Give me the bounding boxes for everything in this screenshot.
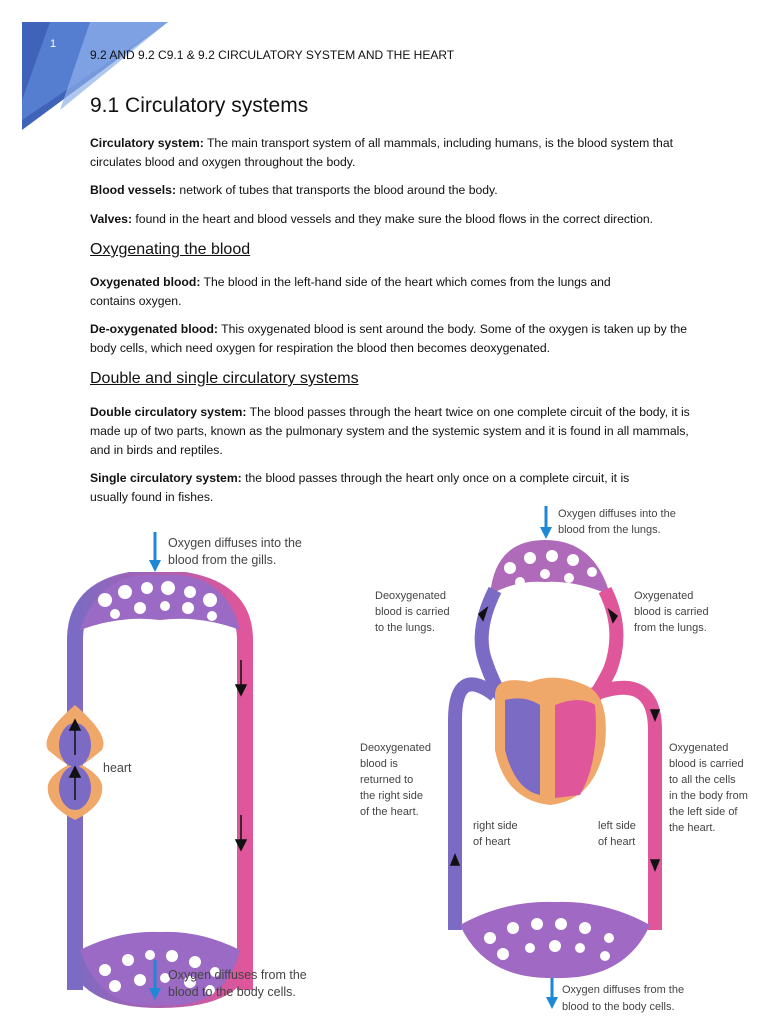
oxygen-in-arrow: [149, 532, 161, 572]
single-bottom-label-2: blood to the body cells.: [168, 985, 296, 999]
deoxy-return-label-5: of the heart.: [360, 806, 419, 818]
gill-capillaries: [80, 574, 240, 630]
definition-circulatory-system: Circulatory system: The main transport s…: [90, 136, 673, 169]
body-oxygen-out-arrow: [546, 978, 558, 1009]
definition-double-circulatory: Double circulatory system: The blood pas…: [90, 405, 690, 457]
definition-blood-vessels: Blood vessels: network of tubes that tra…: [90, 183, 498, 197]
single-top-label-2: blood from the gills.: [168, 553, 276, 567]
double-top-label-2: blood from the lungs.: [558, 524, 661, 536]
deoxy-lungs-label-1: Deoxygenated: [375, 590, 446, 602]
oxy-body-label-3: to all the cells: [669, 774, 736, 786]
left-side-label-2: of heart: [598, 836, 635, 848]
page-title: 9.1 Circulatory systems: [90, 94, 309, 117]
right-side-label-1: right side: [473, 820, 518, 832]
definition-valves: Valves: found in the heart and blood ves…: [90, 212, 654, 226]
definition-single-circulatory: Single circulatory system: the blood pas…: [90, 471, 630, 504]
deoxy-return-label-1: Deoxygenated: [360, 742, 431, 754]
body-capillaries-double: [460, 901, 650, 979]
heart-label: heart: [103, 761, 132, 775]
section-heading-oxygenating: Oxygenating the blood: [90, 241, 251, 258]
deoxy-return-label-3: returned to: [360, 774, 413, 786]
page-number: 1: [50, 38, 57, 50]
lung-capillaries: [490, 540, 610, 595]
lung-oxygen-in-arrow: [540, 506, 552, 539]
left-side-label-1: left side: [598, 820, 636, 832]
double-bottom-label-1: Oxygen diffuses from the: [562, 984, 684, 996]
section-heading-double-single: Double and single circulatory systems: [90, 370, 359, 387]
deoxy-return-label-2: blood is: [360, 758, 398, 770]
corner-decoration: [22, 22, 168, 130]
oxy-body-label-6: the heart.: [669, 822, 715, 834]
oxy-body-label-4: in the body from: [669, 790, 748, 802]
mammal-heart: [495, 677, 606, 805]
oxy-lungs-label-3: from the lungs.: [634, 622, 707, 634]
double-bottom-label-2: blood to the body cells.: [562, 1001, 675, 1013]
deoxy-return-label-4: the right side: [360, 790, 423, 802]
definition-oxygenated-blood: Oxygenated blood: The blood in the left-…: [90, 275, 611, 308]
deoxy-lungs-label-2: blood is carried: [375, 606, 450, 618]
oxy-lungs-label-1: Oxygenated: [634, 590, 693, 602]
deoxy-lungs-label-3: to the lungs.: [375, 622, 435, 634]
oxygen-out-arrow: [149, 960, 161, 1000]
right-side-label-2: of heart: [473, 836, 510, 848]
double-circulation-diagram: Oxygen diffuses into the blood from the …: [360, 506, 748, 1013]
body-capillaries: [80, 931, 240, 1006]
oxy-body-label-1: Oxygenated: [669, 742, 728, 754]
oxy-body-label-2: blood is carried: [669, 758, 744, 770]
single-circulation-diagram: Oxygen diffuses into the blood from the …: [46, 532, 307, 1009]
double-top-label-1: Oxygen diffuses into the: [558, 508, 676, 520]
oxy-body-label-5: the left side of: [669, 806, 738, 818]
single-top-label-1: Oxygen diffuses into the: [168, 536, 302, 550]
page-header: 9.2 AND 9.2 C9.1 & 9.2 CIRCULATORY SYSTE…: [90, 48, 455, 62]
definition-deoxygenated-blood: De-oxygenated blood: This oxygenated blo…: [90, 322, 688, 355]
oxy-lungs-label-2: blood is carried: [634, 606, 709, 618]
single-bottom-label-1: Oxygen diffuses from the: [168, 968, 307, 982]
